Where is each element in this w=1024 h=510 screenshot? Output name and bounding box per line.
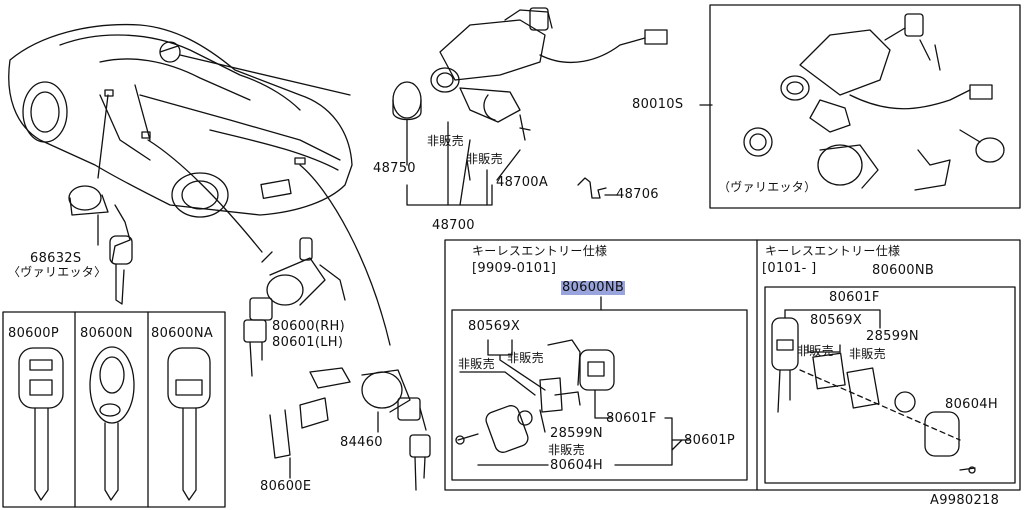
label-80600e: 80600E <box>260 479 312 494</box>
keyless-parts-left <box>455 339 691 466</box>
key-80600p <box>18 347 64 501</box>
label-28599n-left: 28599N <box>550 426 603 441</box>
label-not-for-sale-1: 非販売 <box>427 134 464 148</box>
label-variety-top: （ヴァリエッタ） <box>718 180 817 194</box>
label-48706: 48706 <box>616 187 659 202</box>
clip-48706 <box>577 177 607 199</box>
label-28599n-right: 28599N <box>866 329 919 344</box>
car-illustration <box>8 23 353 218</box>
label-not-for-sale-4: 非販売 <box>507 351 544 365</box>
label-80600rh: 80600(RH) <box>272 319 346 334</box>
pointer-arrows <box>97 54 391 346</box>
label-84460: 84460 <box>340 435 383 450</box>
key-80600n <box>89 346 135 501</box>
label-48750: 48750 <box>373 161 416 176</box>
label-keyless-spec-left: キーレスエントリー仕様 <box>472 244 608 258</box>
variety-switch <box>743 13 1005 191</box>
label-date-range-right: [0101- ] <box>762 261 817 276</box>
figure-code: A9980218 <box>930 493 1000 508</box>
label-80601f-left: 80601F <box>606 411 657 426</box>
label-80601f-right: 80601F <box>829 290 880 305</box>
ignition-switch <box>392 7 668 141</box>
keyless-parts-right <box>771 309 976 474</box>
label-80601lh: 80601(LH) <box>272 335 344 350</box>
label-68632s: 68632S <box>30 251 82 266</box>
label-80010s: 80010S <box>632 97 684 112</box>
label-80569x-left: 80569X <box>468 319 521 334</box>
key-80600na <box>167 347 211 501</box>
label-80600nb-right: 80600NB <box>872 263 935 278</box>
label-date-range-left: [9909-0101] <box>472 261 557 276</box>
label-keyless-spec-right: キーレスエントリー仕様 <box>765 244 901 258</box>
keys-box <box>2 311 226 508</box>
label-not-for-sale-2: 非販売 <box>466 152 503 166</box>
label-not-for-sale-3: 非販売 <box>458 357 495 371</box>
label-48700: 48700 <box>432 218 475 233</box>
label-not-for-sale-7: 非販売 <box>849 347 886 361</box>
label-80569x-right: 80569X <box>810 313 863 328</box>
label-80600n: 80600N <box>80 326 133 341</box>
trunk-cylinder-68632s <box>68 185 133 305</box>
label-48700a: 48700A <box>496 175 549 190</box>
label-80600p: 80600P <box>8 326 59 341</box>
label-not-for-sale-6: 非販売 <box>797 344 834 358</box>
keyless-box <box>444 239 1021 491</box>
label-80604h-right: 80604H <box>945 397 998 412</box>
label-variety-left: 〈ヴァリエッタ〉 <box>8 265 107 279</box>
label-80600nb-highlighted: 80600NB <box>561 280 626 295</box>
door-lock-80600 <box>243 237 346 377</box>
label-80604h: 80604H <box>550 458 603 473</box>
variety-box <box>709 4 1021 209</box>
label-not-for-sale-5: 非販売 <box>548 443 585 457</box>
trunk-lock-84460 <box>309 367 431 491</box>
label-80601p: 80601P <box>684 433 735 448</box>
bracket-80600e <box>269 397 329 459</box>
label-80600na: 80600NA <box>151 326 214 341</box>
